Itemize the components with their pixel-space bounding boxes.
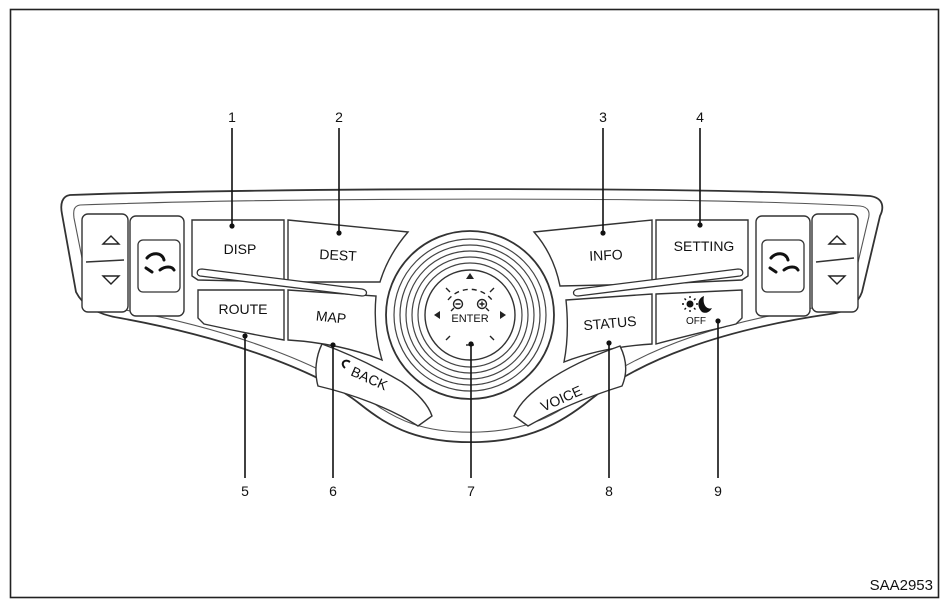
zoom-out-icon xyxy=(450,298,464,312)
right-recirc-icon xyxy=(768,252,800,274)
left-recirc-inner xyxy=(137,239,181,293)
callout-6: 6 xyxy=(329,483,337,499)
figure-id: SAA2953 xyxy=(870,577,933,594)
left-recirc-icon xyxy=(144,252,176,274)
dial-diagonal-ticks xyxy=(445,287,495,341)
right-climate-group xyxy=(755,213,859,317)
left-rocker-divider xyxy=(85,259,125,263)
dest-label: DEST xyxy=(319,246,358,264)
setting-button[interactable] xyxy=(655,219,749,285)
left-light-strip xyxy=(196,268,368,297)
off-label: OFF xyxy=(686,316,706,327)
left-temp-rocker[interactable] xyxy=(81,213,129,313)
route-button[interactable] xyxy=(197,289,285,341)
back-arrow-icon xyxy=(341,359,351,369)
right-down-arrow-icon[interactable] xyxy=(827,275,847,285)
map-button[interactable] xyxy=(287,289,384,362)
callout-4: 4 xyxy=(696,109,704,125)
zoom-in-icon xyxy=(476,298,490,312)
dial-right-arrow-icon xyxy=(500,311,506,319)
right-light-strip xyxy=(572,268,744,297)
setting-label: SETTING xyxy=(674,238,735,254)
dial-up-arrow-icon xyxy=(466,273,474,279)
right-temp-rocker[interactable] xyxy=(811,213,859,313)
enter-dial[interactable] xyxy=(424,269,516,361)
dial-left-arrow-icon xyxy=(434,311,440,319)
map-label: MAP xyxy=(315,307,347,326)
disp-label: DISP xyxy=(224,241,257,257)
callout-1: 1 xyxy=(228,109,236,125)
left-climate-group xyxy=(81,213,185,317)
callout-dots xyxy=(229,222,721,348)
right-recirc-inner xyxy=(761,239,805,293)
left-up-arrow-icon[interactable] xyxy=(101,235,121,245)
left-down-arrow-icon[interactable] xyxy=(101,275,121,285)
voice-button[interactable] xyxy=(513,345,627,427)
right-rocker-divider xyxy=(815,257,855,263)
callout-9: 9 xyxy=(714,483,722,499)
sun-moon-icon xyxy=(682,296,712,313)
status-label: STATUS xyxy=(583,313,637,334)
callout-leaders xyxy=(231,128,719,478)
callout-8: 8 xyxy=(605,483,613,499)
callout-7: 7 xyxy=(467,483,475,499)
info-label: INFO xyxy=(589,246,623,264)
display-off-button[interactable] xyxy=(655,289,743,345)
callout-3: 3 xyxy=(599,109,607,125)
dest-button[interactable] xyxy=(287,219,410,283)
right-up-arrow-icon[interactable] xyxy=(827,235,847,245)
back-button[interactable] xyxy=(315,343,433,427)
multi-function-controller[interactable]: ENTER xyxy=(385,230,555,400)
status-button[interactable] xyxy=(563,293,653,364)
callout-5: 5 xyxy=(241,483,249,499)
callout-2: 2 xyxy=(335,109,343,125)
enter-label: ENTER xyxy=(451,313,488,325)
route-label: ROUTE xyxy=(219,301,268,317)
